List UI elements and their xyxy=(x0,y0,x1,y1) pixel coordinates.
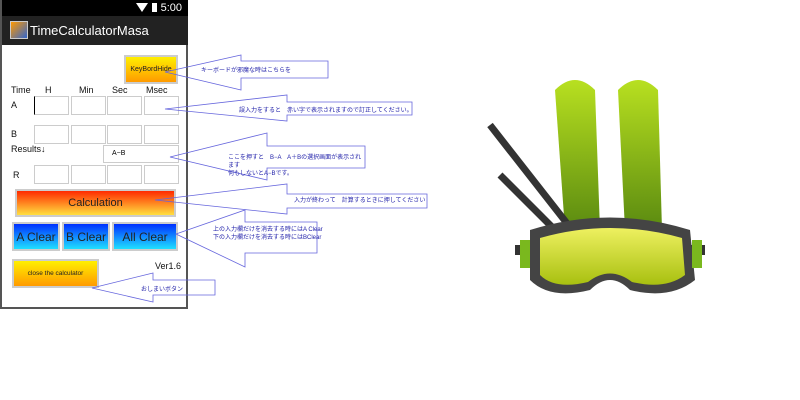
pole-1 xyxy=(487,122,583,243)
app-title: TimeCalculatorMasa xyxy=(30,23,149,38)
version-label: Ver1.6 xyxy=(155,261,182,271)
phone-screen: 5:00 TimeCalculatorMasa KeyBordHide Time… xyxy=(0,0,188,309)
b-minutes-input[interactable] xyxy=(71,125,106,144)
status-bar: 5:00 xyxy=(2,0,188,16)
h-header: H xyxy=(45,85,52,95)
app-bar: TimeCalculatorMasa xyxy=(2,16,188,45)
r-msec-output xyxy=(144,165,179,184)
arrow-calc xyxy=(154,183,428,215)
a-minutes-input[interactable] xyxy=(71,96,106,115)
note-clear-b: 下の入力欄だけを消去する時にはBClear xyxy=(213,235,322,241)
row-b-label: B xyxy=(11,129,18,139)
keyboard-hide-button[interactable]: KeyBordHide xyxy=(124,55,178,84)
a-clear-button[interactable]: A Clear xyxy=(12,222,60,251)
b-msec-input[interactable] xyxy=(144,125,179,144)
close-calculator-button[interactable]: close the calculator xyxy=(12,259,99,288)
arrow-mode xyxy=(169,132,366,181)
b-seconds-input[interactable] xyxy=(107,125,142,144)
sec-header: Sec xyxy=(112,85,128,95)
arrow-keyboard xyxy=(164,54,329,91)
app-icon xyxy=(10,21,28,39)
arrow-input xyxy=(164,94,413,122)
r-minutes-output xyxy=(71,165,106,184)
mode-select[interactable]: A−B xyxy=(103,145,179,163)
strap-clip-right xyxy=(692,240,702,268)
a-seconds-input[interactable] xyxy=(107,96,142,115)
row-r-label: R xyxy=(13,170,20,180)
arrow-clear xyxy=(174,209,318,268)
calculation-button[interactable]: Calculation xyxy=(15,189,176,217)
callout-arrows xyxy=(91,54,428,303)
ski-right xyxy=(618,80,662,230)
battery-icon xyxy=(151,3,157,12)
results-label: Results↓ xyxy=(11,144,46,154)
a-msec-input[interactable] xyxy=(144,96,179,115)
msec-header: Msec xyxy=(146,85,168,95)
all-clear-button[interactable]: All Clear xyxy=(112,222,178,251)
r-seconds-output xyxy=(107,165,142,184)
ski-left xyxy=(555,80,600,230)
strap-clip-left xyxy=(520,240,530,268)
clock: 5:00 xyxy=(160,2,182,14)
note-keyboard: キーボードが邪魔な時はこちらを xyxy=(201,68,292,74)
row-a-label: A xyxy=(11,100,18,110)
b-hours-input[interactable] xyxy=(34,125,69,144)
note-clear-a: 上の入力欄だけを消去する時にはA Clear xyxy=(213,227,323,233)
wifi-icon xyxy=(135,3,148,12)
b-clear-button[interactable]: B Clear xyxy=(62,222,110,251)
note-mode-default: 何もしないとA−Bです。 xyxy=(228,171,293,177)
ski-goggles-illustration xyxy=(487,80,705,294)
note-close: おしまいボタン xyxy=(141,287,184,293)
a-hours-input[interactable] xyxy=(34,96,69,115)
note-mode: ここを押すと B−A A＋Bの選択画面が表示されます xyxy=(228,155,362,169)
note-input: 誤入力をすると 赤い字で表示されますので訂正してください。 xyxy=(239,108,413,114)
time-header: Time xyxy=(11,85,31,95)
note-calc: 入力が終わって 計算するときに押してください xyxy=(294,198,426,204)
min-header: Min xyxy=(79,85,94,95)
r-hours-output xyxy=(34,165,69,184)
arrow-close xyxy=(91,272,216,303)
goggle-lens xyxy=(540,228,685,285)
